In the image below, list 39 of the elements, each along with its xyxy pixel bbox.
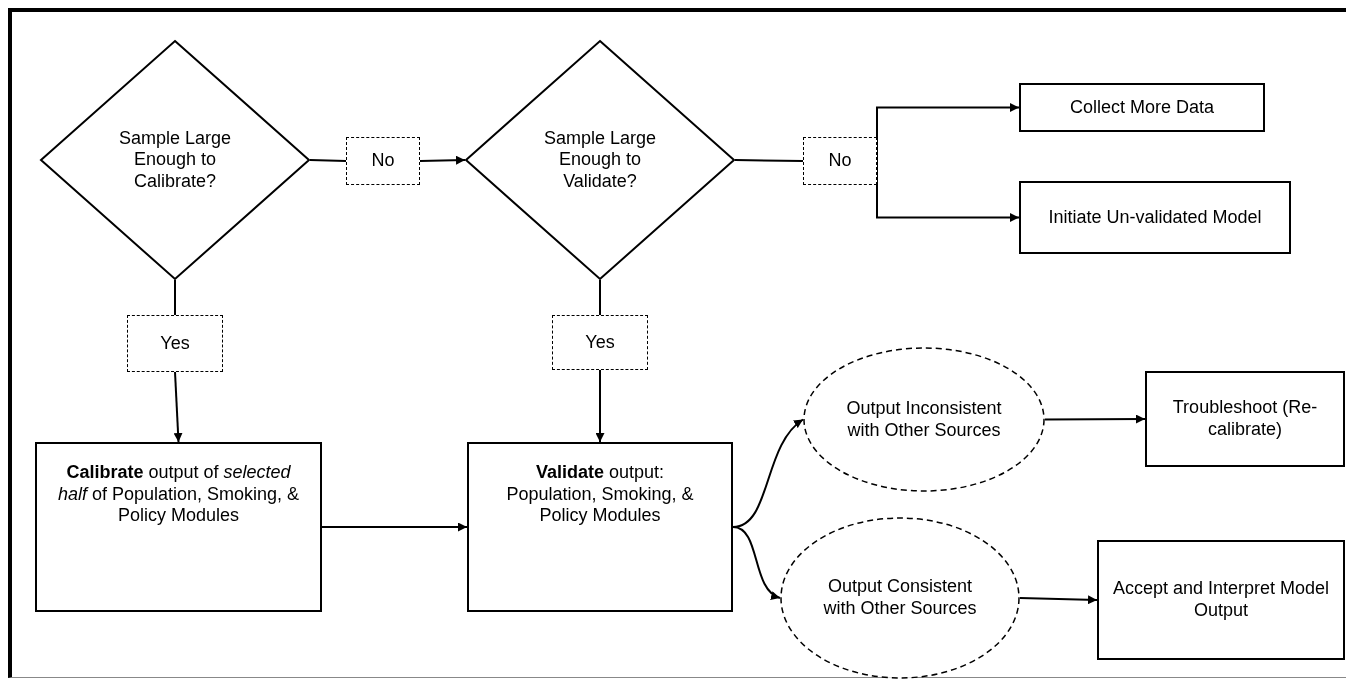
dashed-label-box [127, 315, 223, 372]
box-text: Collect More Data [1069, 96, 1215, 119]
decision-diamond [465, 40, 735, 280]
arrow [1044, 414, 1146, 424]
arrow [173, 371, 183, 443]
process-box [1019, 83, 1265, 132]
answer-label: Yes [585, 331, 615, 354]
process-box [1019, 181, 1291, 254]
answer-label: Yes [160, 332, 190, 355]
arrow [321, 522, 468, 532]
dashed-label-box [803, 137, 877, 185]
arrow [732, 526, 781, 599]
answer-label: No [828, 150, 852, 172]
outcome-ellipse [780, 517, 1020, 679]
decision-text: Sample Large Enough to Calibrate? [117, 127, 233, 193]
box-text: Calibrate output of selected half of Population, Smoking, & Policy Modules [56, 462, 301, 527]
outcome-text: Output Inconsistent with Other Sources [845, 397, 1003, 442]
answer-label: No [371, 150, 395, 172]
process-box [1097, 540, 1345, 660]
arrow [1019, 595, 1098, 605]
process-box [467, 442, 733, 612]
decision-diamond [40, 40, 310, 280]
box-text: Accept and Interpret Model Output [1111, 578, 1331, 622]
dashed-label-box [346, 137, 420, 185]
process-box [1145, 371, 1345, 467]
connector-line [599, 279, 601, 316]
connector-line [309, 159, 347, 162]
box-text: Initiate Un-validated Model [1048, 206, 1262, 229]
process-box [35, 442, 322, 612]
dashed-label-box [552, 315, 648, 370]
connector-line [174, 279, 176, 316]
box-text: Troubleshoot (Re-calibrate) [1171, 397, 1319, 441]
outcome-text: Output Consistent with Other Sources [822, 576, 978, 620]
outcome-ellipse [803, 347, 1045, 492]
arrow [595, 369, 605, 443]
arrow [419, 155, 466, 165]
decision-text: Sample Large Enough to Validate? [542, 127, 658, 193]
box-text: Validate output: Population, Smoking, & Policy Modules [505, 462, 695, 527]
connector-line [734, 159, 804, 162]
